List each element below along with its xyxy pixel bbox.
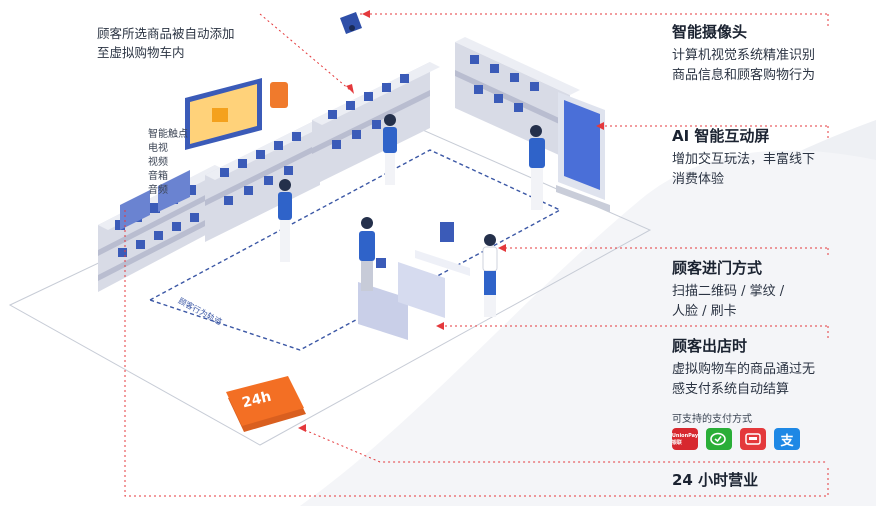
alipay-icon: 支 (774, 428, 800, 450)
feature-checkout-desc1: 虚拟购物车的商品通过无 (672, 362, 816, 377)
feature-ai-screen-desc1: 增加交互玩法，丰富线下 (672, 152, 816, 167)
top-note: 顾客所选商品被自动添加 至虚拟购物车内 (97, 24, 267, 62)
alipay-label: 支 (780, 433, 794, 449)
feature-camera-title: 智能摄像头 (672, 23, 748, 41)
leader-lines (124, 13, 829, 497)
wechat-pay-icon (706, 428, 732, 450)
screen-label-tv: 电视 (148, 143, 168, 154)
screen-label-audio: 音频 (148, 185, 168, 196)
left-shelf (98, 165, 225, 292)
24h-sign (226, 376, 306, 432)
top-note-line1: 顾客所选商品被自动添加 (97, 26, 235, 41)
feature-entry-desc2: 人脸 / 刷卡 (672, 304, 737, 319)
feature-checkout-desc2: 感支付系统自动结算 (672, 382, 790, 397)
screen-label-touch: 智能触点 (148, 129, 188, 140)
feature-checkout-title: 顾客出店时 (672, 337, 748, 355)
customers (278, 114, 545, 317)
feature-ai-screen-title: AI 智能互动屏 (672, 127, 770, 145)
feature-entry-desc1: 扫描二维码 / 掌纹 / (672, 284, 785, 299)
screen-label-speaker: 音箱 (148, 171, 168, 182)
feature-camera-desc1: 计算机视觉系统精准识别 (672, 48, 816, 63)
feature-entry-title: 顾客进门方式 (672, 259, 763, 277)
ai-screen-kiosk (556, 92, 610, 212)
feature-checkout: 顾客出店时 虚拟购物车的商品通过无 感支付系统自动结算 (672, 336, 815, 400)
middle-shelf (205, 118, 330, 242)
back-shelf (312, 62, 440, 186)
feature-ai-screen: AI 智能互动屏 增加交互玩法，丰富线下 消费体验 (672, 126, 815, 190)
payment-methods: UnionPay 银联 支 (672, 428, 800, 450)
unionpay-label: UnionPay 银联 (671, 432, 699, 446)
customer-path (149, 149, 562, 351)
top-note-line2: 至虚拟购物车内 (97, 45, 185, 60)
arrowheads (298, 10, 604, 432)
jd-pay-icon (740, 428, 766, 450)
hours-title: 24 小时营业 (672, 471, 759, 489)
feature-camera-desc2: 商品信息和顾客购物行为 (672, 68, 816, 83)
feature-entry: 顾客进门方式 扫描二维码 / 掌纹 / 人脸 / 刷卡 (672, 258, 784, 322)
feature-ai-screen-desc2: 消费体验 (672, 172, 725, 187)
entry-gates (358, 222, 470, 340)
payment-caption: 可支持的支付方式 (672, 414, 752, 425)
screen-label-video: 视频 (148, 157, 168, 168)
tv-screen (185, 78, 288, 150)
unionpay-icon: UnionPay 银联 (672, 428, 698, 450)
feature-camera: 智能摄像头 计算机视觉系统精准识别 商品信息和顾客购物行为 (672, 22, 815, 86)
camera-icon (340, 12, 362, 34)
